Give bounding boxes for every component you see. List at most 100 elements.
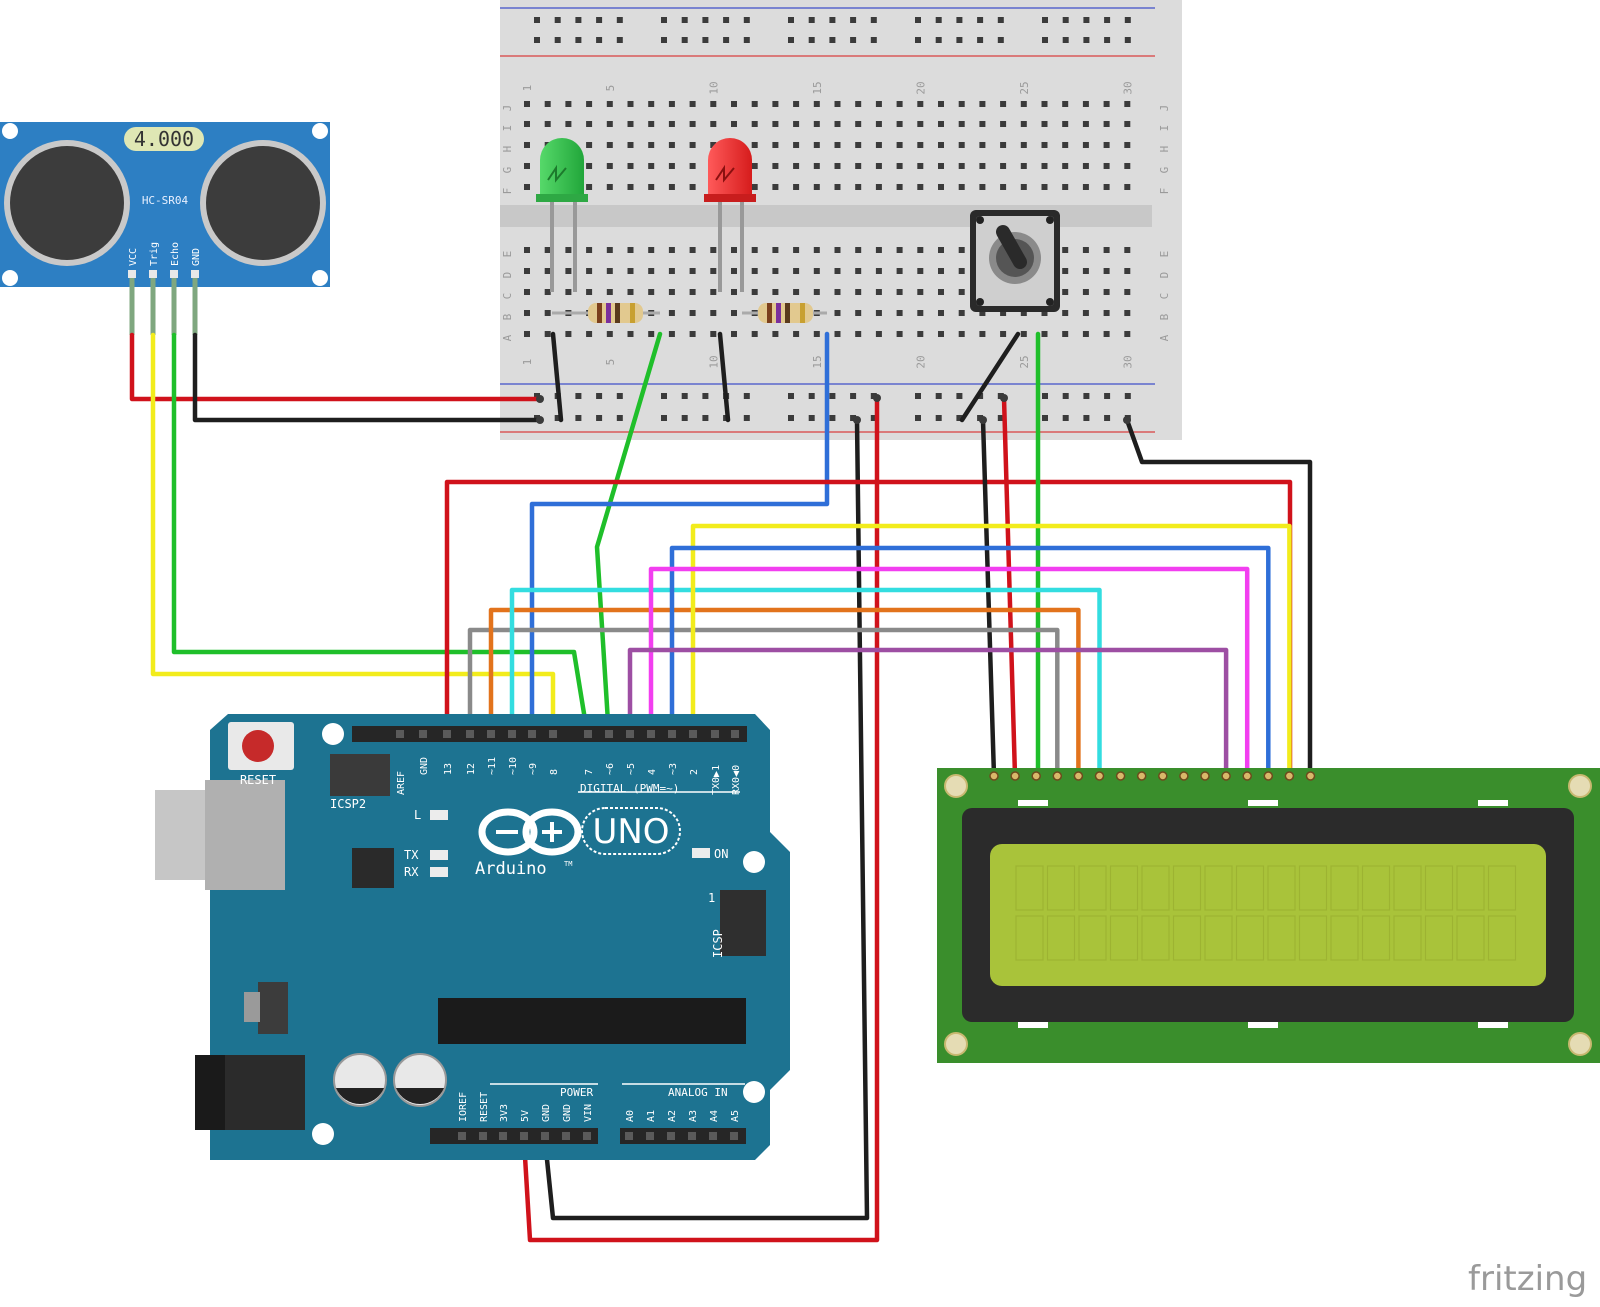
breadboard-hole xyxy=(586,331,593,337)
breadboard-hole xyxy=(1062,268,1069,274)
lcd-mount-hole xyxy=(944,1032,968,1056)
lcd-screen xyxy=(990,844,1546,986)
lcd-character-cell xyxy=(1235,915,1265,961)
breadboard-hole xyxy=(793,268,800,274)
breadboard-hole xyxy=(875,163,882,169)
breadboard-hole xyxy=(524,163,530,169)
rail-hole xyxy=(723,17,730,23)
breadboard-hole xyxy=(1124,163,1131,169)
breadboard-hole xyxy=(834,101,841,107)
breadboard-hole xyxy=(1062,121,1069,127)
rail-hole xyxy=(681,393,688,399)
sensor-pin xyxy=(128,270,136,278)
rail-hole xyxy=(1062,393,1069,399)
pot-screw xyxy=(976,216,984,224)
rail-hole xyxy=(915,415,921,421)
wire-lcd-vss xyxy=(980,417,997,779)
model-label: UNO xyxy=(592,812,669,852)
breadboard-hole xyxy=(1082,247,1089,253)
breadboard-hole xyxy=(1041,331,1048,337)
analog-pin-label: A1 xyxy=(646,1110,657,1122)
breadboard-hole xyxy=(958,184,965,190)
power-pin-label: GND xyxy=(562,1104,573,1122)
breadboard-hole xyxy=(689,101,696,107)
sensor-model-label: HC-SR04 xyxy=(142,194,189,207)
lcd-pin xyxy=(1010,771,1020,781)
breadboard-hole xyxy=(565,121,572,127)
arduino-uno: RESET ICSP2 L TX RX ON UNO Arduino TM 1 … xyxy=(155,714,790,1160)
breadboard-hole xyxy=(958,101,965,107)
breadboard-hole xyxy=(979,184,986,190)
breadboard-row-letter: F xyxy=(1158,188,1171,195)
breadboard-hole xyxy=(751,247,758,253)
lcd-pin xyxy=(1200,771,1210,781)
sensor-display-text: 4.000 xyxy=(134,127,194,151)
breadboard-hole xyxy=(834,163,841,169)
breadboard-hole xyxy=(813,247,820,253)
breadboard-hole xyxy=(689,163,696,169)
board-mount-hole xyxy=(743,1081,765,1103)
resistor-band xyxy=(606,303,611,323)
breadboard-column-number: 10 xyxy=(707,81,720,94)
breadboard-column-number: 20 xyxy=(914,355,927,368)
lcd-character-cell xyxy=(1330,865,1359,911)
power-pin-label: 5V xyxy=(520,1110,531,1122)
rail-hole xyxy=(661,393,667,399)
lcd-tab xyxy=(1478,800,1508,806)
breadboard-hole xyxy=(834,142,841,148)
breadboard-hole xyxy=(544,310,551,316)
analog-label: ANALOG IN xyxy=(668,1086,728,1099)
breadboard-hole xyxy=(772,268,779,274)
breadboard-hole xyxy=(1062,310,1069,316)
breadboard-hole xyxy=(979,163,986,169)
lcd-character-cell xyxy=(1141,915,1170,961)
digital-pin xyxy=(549,730,557,738)
power-pin-label: GND xyxy=(541,1104,552,1122)
breadboard-hole xyxy=(772,184,779,190)
breadboard-hole xyxy=(565,289,572,295)
rail-hole xyxy=(1083,415,1090,421)
breadboard-hole xyxy=(627,331,634,337)
breadboard-hole xyxy=(958,142,965,148)
resistor-band xyxy=(597,303,602,323)
rail-hole xyxy=(596,415,603,421)
red-led-body xyxy=(708,138,752,200)
rail-hole xyxy=(596,37,603,43)
rail-hole xyxy=(788,17,794,23)
rail-hole xyxy=(808,415,815,421)
breadboard-hole xyxy=(1124,268,1131,274)
breadboard-hole xyxy=(917,142,924,148)
breadboard-hole xyxy=(586,163,593,169)
rail-hole xyxy=(956,393,963,399)
lcd-16x2 xyxy=(937,768,1600,1063)
breadboard-hole xyxy=(1124,121,1131,127)
breadboard-hole xyxy=(648,184,655,190)
lcd-pins xyxy=(989,771,1316,781)
rail-hole xyxy=(723,37,730,43)
breadboard-hole xyxy=(1124,142,1131,148)
rail-hole xyxy=(616,37,623,43)
lcd-tab xyxy=(1248,800,1278,806)
breadboard-hole xyxy=(586,184,593,190)
rail-hole xyxy=(850,415,857,421)
lcd-character-cell xyxy=(1456,915,1485,961)
lcd-character-cell xyxy=(1267,865,1296,911)
breadboard-hole xyxy=(710,247,717,253)
breadboard-hole xyxy=(1062,331,1069,337)
breadboard-hole xyxy=(855,310,862,316)
breadboard-hole xyxy=(689,289,696,295)
lcd-character-cell xyxy=(1046,915,1076,961)
lcd-tab xyxy=(1478,1022,1508,1028)
breadboard-hole xyxy=(813,121,820,127)
breadboard-hole xyxy=(668,289,675,295)
breadboard-hole xyxy=(834,331,841,337)
digital-pin-label: GND xyxy=(419,757,430,775)
lcd-character-cell xyxy=(1015,915,1044,961)
lcd-character-cell xyxy=(1172,865,1202,911)
brand-trademark: TM xyxy=(564,860,572,868)
lcd-mount-hole xyxy=(1568,774,1592,798)
rail-hole xyxy=(743,37,750,43)
breadboard-hole xyxy=(938,101,944,107)
